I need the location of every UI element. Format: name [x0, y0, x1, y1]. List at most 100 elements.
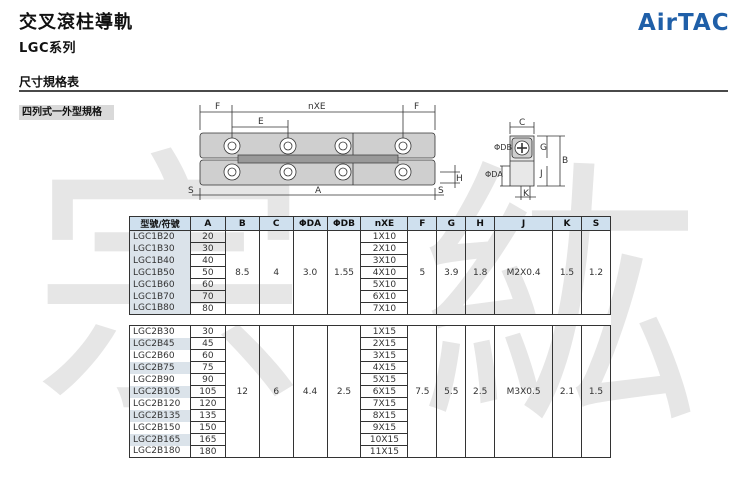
nxe-cell: 2X15 [360, 337, 409, 350]
a-cell: 60 [189, 349, 226, 362]
col-header-da: ΦDA [292, 216, 328, 231]
dim-label-s-right: S [438, 186, 444, 196]
nxe-cell: 5X15 [360, 373, 409, 386]
nxe-cell: 6X10 [360, 290, 409, 303]
nxe-cell: 3X10 [360, 254, 409, 267]
section-title: 尺寸規格表 [19, 75, 80, 89]
a-cell: 30 [189, 242, 226, 255]
nxe-cell: 2X10 [360, 242, 409, 255]
table-row: LGC2B30 30 12 6 4.4 2.5 1X15 7.5 5.5 2.5… [129, 325, 612, 458]
dim-label-f-left: F [215, 102, 220, 112]
dim-label-b: B [562, 156, 568, 166]
dim-label-g: G [540, 143, 547, 153]
model-cell: LGC1B20 [129, 230, 191, 243]
model-cell: LGC1B50 [129, 266, 191, 279]
s-cell: 1.2 [580, 230, 612, 315]
nxe-cell: 6X15 [360, 385, 409, 398]
db-cell: 2.5 [326, 325, 362, 458]
g-cell: 5.5 [436, 325, 467, 458]
model-cell: LGC2B30 [129, 325, 191, 338]
a-cell: 80 [189, 302, 226, 315]
nxe-cell: 9X15 [360, 421, 409, 434]
a-cell: 135 [189, 409, 226, 422]
dim-label-k: K [523, 189, 530, 199]
nxe-cell: 5X10 [360, 278, 409, 291]
col-header-k: K [552, 216, 582, 231]
da-cell: 4.4 [292, 325, 328, 458]
g-cell: 3.9 [436, 230, 467, 315]
model-cell: LGC2B60 [129, 349, 191, 362]
j-cell: M3X0.5 [494, 325, 554, 458]
col-header-model: 型號/符號 [129, 216, 191, 231]
nxe-cell: 10X15 [360, 433, 409, 446]
c-cell: 4 [258, 230, 294, 315]
col-header-nxe: nXE [360, 216, 409, 231]
dim-label-a: A [315, 186, 322, 196]
model-cell: LGC1B30 [129, 242, 191, 255]
dim-label-s-left: S [188, 186, 194, 196]
model-cell: LGC2B75 [129, 361, 191, 374]
col-header-f: F [407, 216, 438, 231]
dim-label-da: ΦDA [485, 170, 503, 179]
model-cell: LGC1B80 [129, 302, 191, 315]
a-cell: 20 [189, 230, 226, 243]
da-cell: 3.0 [292, 230, 328, 315]
col-header-j: J [494, 216, 554, 231]
rail-holes [223, 137, 412, 181]
nxe-cell: 1X15 [360, 325, 409, 338]
table-group-gap [129, 314, 611, 326]
k-cell: 1.5 [552, 230, 582, 315]
nxe-cell: 4X10 [360, 266, 409, 279]
model-cell: LGC1B60 [129, 278, 191, 291]
spec-table: 型號/符號 A B C ΦDA ΦDB nXE F G H J K S LGC1… [129, 216, 612, 458]
a-cell: 150 [189, 421, 226, 434]
a-cell: 70 [189, 290, 226, 303]
nxe-cell: 7X10 [360, 302, 409, 315]
a-cell: 180 [189, 445, 226, 458]
h-cell: 1.8 [465, 230, 496, 315]
nxe-cell: 1X10 [360, 230, 409, 243]
dim-label-e: E [258, 117, 264, 127]
a-cell: 90 [189, 373, 226, 386]
logo-text: AirTAC [638, 10, 730, 36]
airtac-logo: AirTAC [638, 10, 730, 36]
nxe-cell: 11X15 [360, 445, 409, 458]
table-row: LGC1B20 20 8.5 4 3.0 1.55 1X10 5 3.9 1.8… [129, 230, 612, 315]
dim-label-j: J [539, 169, 543, 179]
col-header-s: S [580, 216, 612, 231]
model-cell: LGC2B150 [129, 421, 191, 434]
table-header-row: 型號/符號 A B C ΦDA ΦDB nXE F G H J K S [129, 216, 612, 231]
b-cell: 8.5 [224, 230, 260, 315]
a-cell: 60 [189, 278, 226, 291]
a-cell: 120 [189, 397, 226, 410]
nxe-cell: 4X15 [360, 361, 409, 374]
subsection-tag: 四列式一外型規格 [19, 105, 114, 120]
f-cell: 5 [407, 230, 438, 315]
nxe-cell: 3X15 [360, 349, 409, 362]
a-cell: 40 [189, 254, 226, 267]
model-cell: LGC2B105 [129, 385, 191, 398]
dim-label-nxe: nXE [308, 102, 326, 112]
model-cell: LGC2B90 [129, 373, 191, 386]
k-cell: 2.1 [552, 325, 582, 458]
dim-label-c: C [519, 118, 525, 128]
col-header-g: G [436, 216, 467, 231]
col-header-a: A [189, 216, 226, 231]
dim-label-db: ΦDB [494, 143, 512, 152]
b-cell: 12 [224, 325, 260, 458]
section-divider [19, 90, 728, 92]
model-cell: LGC2B165 [129, 433, 191, 446]
model-cell: LGC2B120 [129, 397, 191, 410]
col-header-b: B [224, 216, 260, 231]
